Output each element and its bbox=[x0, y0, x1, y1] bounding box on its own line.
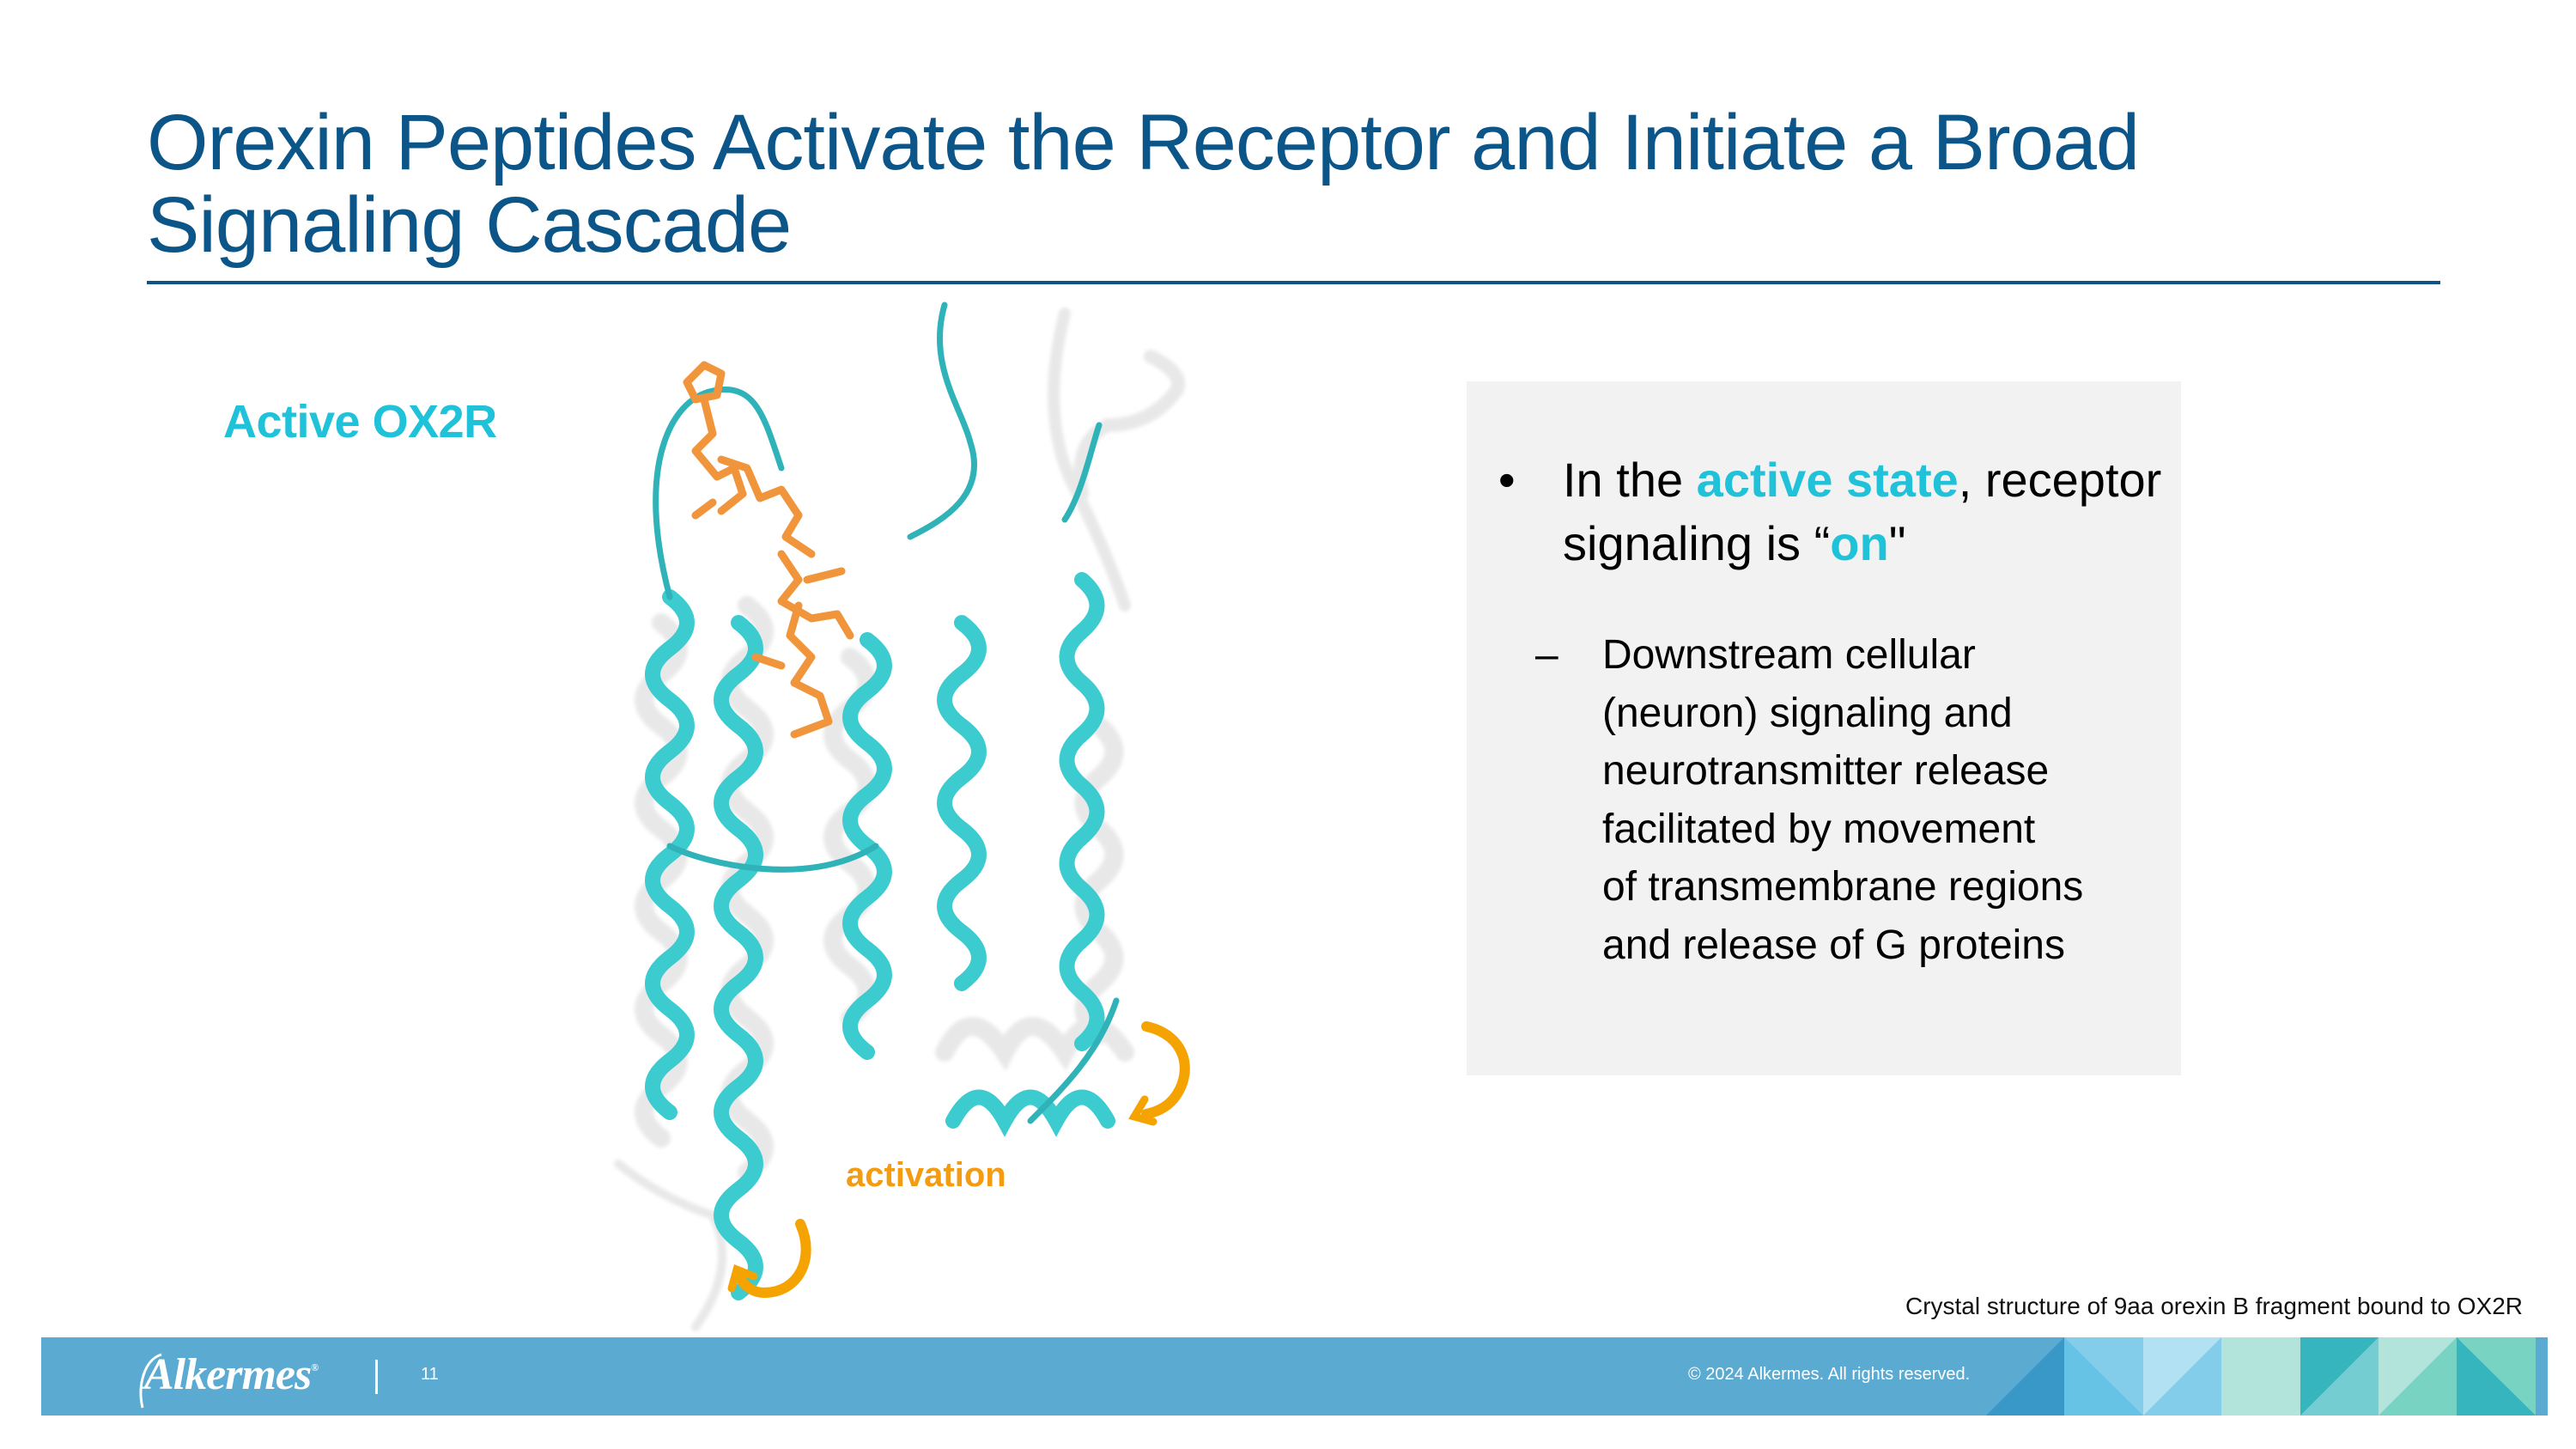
bullet-text-part: " bbox=[1888, 516, 1906, 570]
sub-bullet-line: (neuron) signaling and bbox=[1602, 690, 2013, 736]
sub-bullet-line: of transmembrane regions bbox=[1602, 864, 2084, 910]
title-underline-rule bbox=[147, 281, 2440, 284]
alkermes-logo: Alkermes® bbox=[139, 1349, 319, 1409]
highlight-on: on bbox=[1830, 516, 1889, 570]
logo-swoosh-icon bbox=[139, 1353, 162, 1409]
figure-caption: Crystal structure of 9aa orexin B fragme… bbox=[1905, 1293, 2523, 1319]
decorative-tiles bbox=[1986, 1337, 2548, 1416]
page-number: 11 bbox=[421, 1365, 439, 1384]
protein-structure-icon bbox=[614, 301, 1190, 1331]
protein-structure-figure bbox=[584, 296, 1202, 1336]
bullet-text-part: signaling is “ bbox=[1563, 516, 1831, 570]
slide-title-line-2: Signaling Cascade bbox=[147, 181, 792, 269]
decorative-triangles-icon bbox=[1986, 1337, 2536, 1416]
bullet-text-part: , receptor bbox=[1958, 453, 2162, 507]
activation-label: activation bbox=[846, 1156, 1006, 1194]
rotation-arrow-icon bbox=[727, 1021, 1190, 1299]
sub-bullet-line: neurotransmitter release bbox=[1602, 748, 2050, 794]
sub-bullet-line: Downstream cellular bbox=[1602, 632, 1976, 678]
logo-text: Alkermes bbox=[144, 1350, 312, 1399]
registered-mark: ® bbox=[311, 1361, 319, 1373]
copyright-text: © 2024 Alkermes. All rights reserved. bbox=[1688, 1365, 1971, 1384]
summary-textbox: • In the active state, receptor signalin… bbox=[1467, 381, 2181, 1075]
sub-bullet-line: and release of G proteins bbox=[1602, 922, 2065, 968]
sub-bullet-marker: – bbox=[1535, 632, 1558, 678]
slide-title-line-1: Orexin Peptides Activate the Receptor an… bbox=[147, 99, 2140, 186]
slide-title: Orexin Peptides Activate the Receptor an… bbox=[147, 101, 2465, 266]
sub-bullet-text: Downstream cellular (neuron) signaling a… bbox=[1602, 626, 2152, 974]
highlight-active-state: active state bbox=[1696, 453, 1959, 507]
bullet-marker: • bbox=[1498, 453, 1516, 507]
main-bullet-text: In the active state, receptor signaling … bbox=[1563, 448, 2181, 575]
footer-divider bbox=[375, 1360, 378, 1394]
sub-bullet-line: facilitated by movement bbox=[1602, 806, 2036, 852]
bullet-text-part: In the bbox=[1563, 453, 1697, 507]
figure-label: Active OX2R bbox=[223, 396, 497, 447]
footer-bar: Alkermes® 11 © 2024 Alkermes. All rights… bbox=[41, 1337, 2548, 1416]
